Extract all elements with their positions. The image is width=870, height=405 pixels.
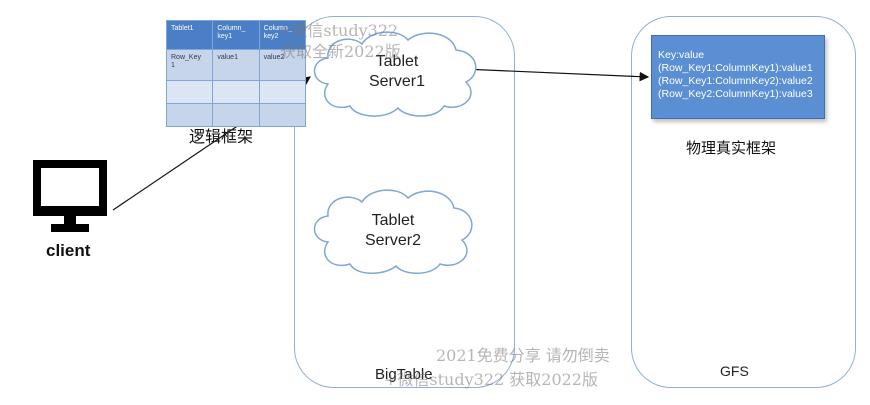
table-cell-empty <box>258 103 307 127</box>
client-label: client <box>46 241 91 260</box>
table-cell-value2: value2 <box>258 49 307 81</box>
watermark-bottom-line2: +微信study322 获取2022版 <box>384 370 598 389</box>
physical-framework-label: 物理真实框架 <box>686 139 777 157</box>
table-header-tablet: Tablet1 <box>165 20 214 50</box>
table-cell-empty <box>212 103 260 127</box>
watermark-bottom-line1: 2021免费分享 请勿倒卖 <box>436 346 610 365</box>
tablet-server1-label: Tablet Server1 <box>368 53 426 90</box>
table-cell-empty <box>165 80 214 104</box>
watermark-top-line1: +微信study322 <box>278 21 399 40</box>
logical-framework-label: 逻辑框架 <box>189 127 254 146</box>
table-header-column-key2: Column_ key2 <box>258 20 307 50</box>
table-cell-row-key: Row_Key 1 <box>165 49 214 81</box>
table-cell-empty <box>258 80 307 104</box>
table-cell-empty <box>212 80 260 104</box>
monitor-icon <box>33 160 107 232</box>
kv-line: (Row_Key1:ColumnKey2):value2 <box>658 75 813 87</box>
tablet-server1-cloud <box>313 31 477 117</box>
tablet-server2-cloud <box>313 189 473 274</box>
kv-line: (Row_Key1:ColumnKey1):value1 <box>658 62 813 74</box>
watermark-top-line2: 获取全新2022版 <box>280 42 401 61</box>
table-cell-value1: value1 <box>212 49 260 81</box>
bigtable-label: BigTable <box>375 366 433 383</box>
logical-table: Tablet1 Column_ key1 Column_ key2 Row_Ke… <box>165 20 307 127</box>
tablet-server2-label: Tablet Server2 <box>364 212 422 249</box>
gfs-label: GFS <box>720 363 749 379</box>
gfs-key-value-box: Key:value (Row_Key1:ColumnKey1):value1 (… <box>651 35 825 119</box>
kv-line: Key:value <box>658 49 705 61</box>
gfs-container <box>631 16 856 388</box>
kv-line: (Row_Key2:ColumnKey1):value3 <box>658 88 813 100</box>
table-header-column-key1: Column_ key1 <box>212 20 260 50</box>
bigtable-container <box>294 16 515 388</box>
table-cell-empty <box>165 103 214 127</box>
